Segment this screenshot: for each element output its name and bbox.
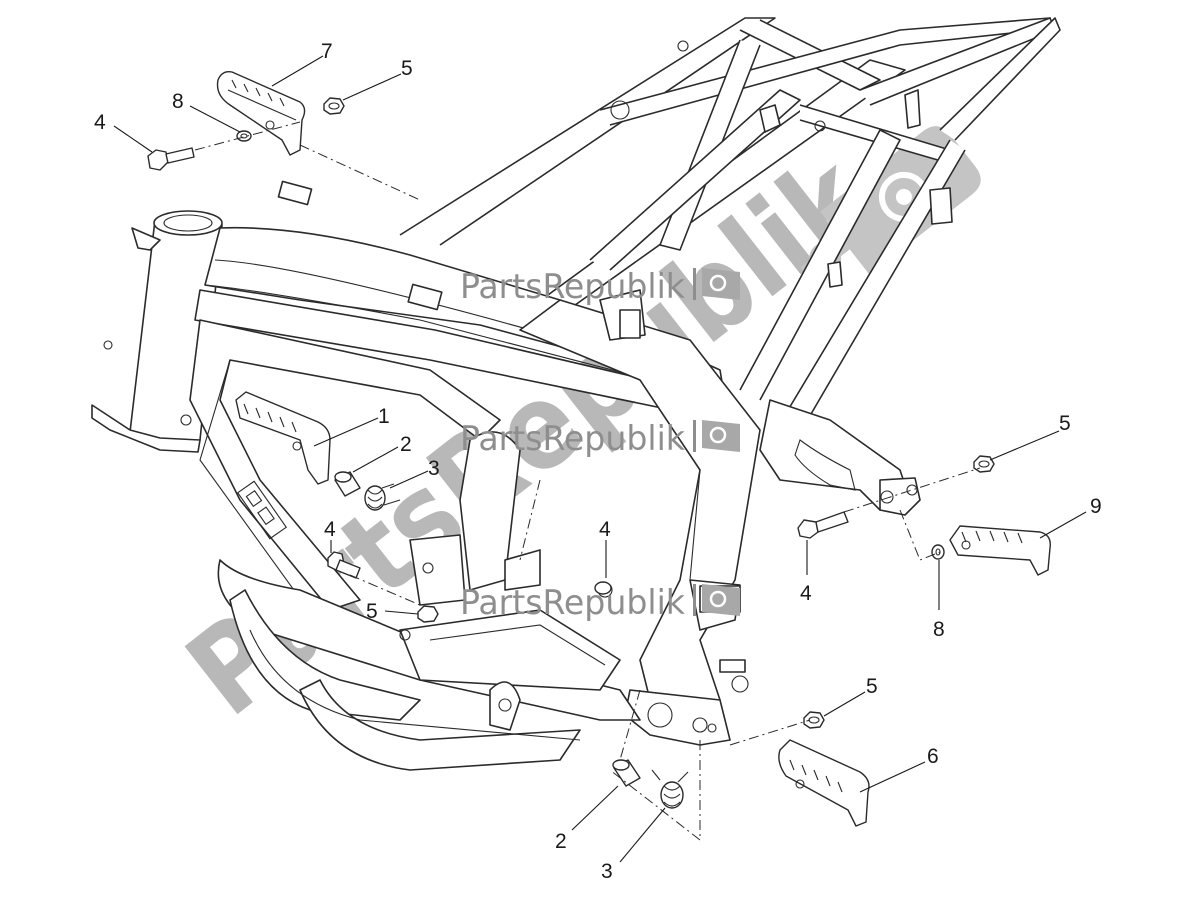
part-spring-3-middle [364,483,401,511]
watermark-brand-text-top: PartsRepublik [460,267,685,307]
part-bolt-4-top [147,147,195,171]
callout-2-lower: 2 [555,830,567,853]
part-nut-5-lower [803,711,825,729]
part-pin-2-lower [612,759,641,787]
callout-2-middle: 2 [400,433,412,456]
callout-4-right: 4 [800,582,812,605]
part-spring-3-lower [651,769,689,809]
callout-4-left: 4 [324,518,336,541]
part-pin-2-middle [334,471,361,497]
callout-8-top: 8 [172,90,184,113]
callouts: 7 5 8 4 1 2 3 4 4 5 5 9 4 8 5 6 2 3 [94,40,1102,883]
callout-3-lower: 3 [601,860,613,883]
leader-lines [113,55,1087,863]
part-washer-8-right [931,544,945,560]
callout-5-lower: 5 [866,675,878,698]
callout-1: 1 [378,405,390,428]
watermark-brand-text-mid: PartsRepublik [460,419,685,459]
callout-5-right: 5 [1059,412,1071,435]
callout-3-middle: 3 [428,457,440,480]
callout-7: 7 [321,40,333,63]
watermark-small-top: PartsRepublik [460,267,740,307]
callout-4-centre: 4 [599,518,611,541]
callout-4-top: 4 [94,111,106,134]
gear-icon [709,590,727,608]
part-bolt-4-centre [594,581,612,595]
part-nut-5-right [973,455,995,473]
frame-logo-decal [236,480,288,540]
watermark-brand-text-bottom: PartsRepublik [460,583,685,623]
part-footpeg-7 [216,70,306,156]
callout-6: 6 [927,745,939,768]
part-footpeg-1 [235,391,331,485]
gear-icon [709,426,727,444]
part-nut-5-left [417,605,439,623]
assembly-lines [194,121,981,842]
watermark-small-mid: PartsRepublik [460,419,740,459]
callout-8-right: 8 [933,618,945,641]
part-bolt-4-left [327,551,361,579]
part-footpeg-6 [778,739,870,827]
part-washer-8-top [236,130,252,142]
callout-9: 9 [1090,495,1102,518]
motorcycle-frame [91,17,1061,771]
gear-icon [709,274,727,292]
part-bolt-4-right [797,511,849,539]
callout-5-left: 5 [366,600,378,623]
callout-5-top: 5 [401,57,413,80]
part-nut-5-top [323,97,345,115]
watermark-small-bottom: PartsRepublik [460,583,740,623]
part-footpeg-9 [949,525,1051,576]
